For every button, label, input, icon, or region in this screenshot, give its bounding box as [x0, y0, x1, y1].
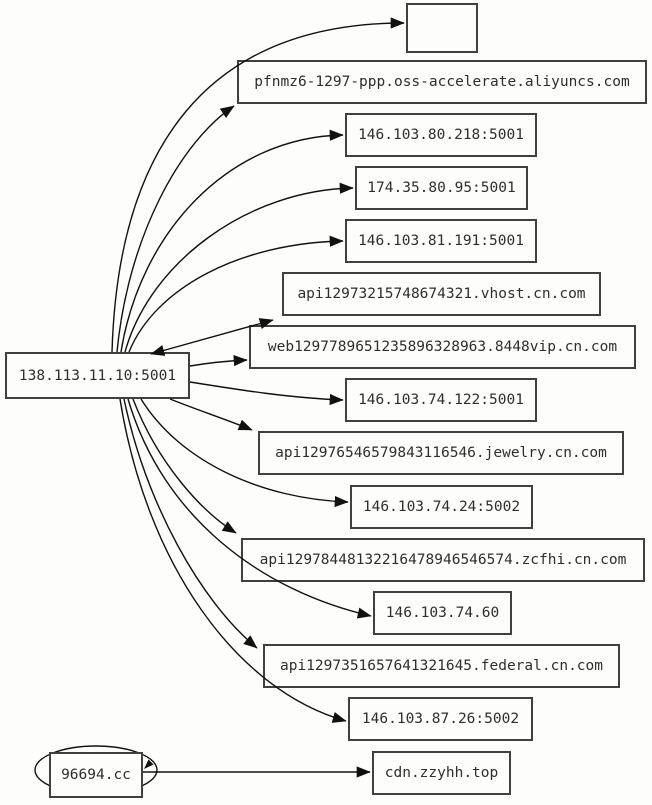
graph-node-t6: web1297789651235896328963.8448vip.cn.com — [249, 325, 636, 369]
graph-node-b1: cdn.zzyhh.top — [372, 751, 511, 795]
graph-node-t12: api1297351657641321645.federal.cn.com — [263, 644, 620, 688]
graph-node-t4: 146.103.81.191:5001 — [345, 219, 537, 263]
edge-src-to-federal — [123, 398, 258, 649]
graph-node-t13: 146.103.87.26:5002 — [348, 697, 533, 741]
self-loop-arrowhead — [144, 759, 154, 769]
graph-node-t1: pfnmz6-1297-ppp.oss-accelerate.aliyuncs.… — [237, 60, 647, 104]
node-label: 146.103.74.122:5001 — [358, 392, 524, 408]
edge-src-to-zcfhi — [132, 398, 237, 534]
node-label: pfnmz6-1297-ppp.oss-accelerate.aliyuncs.… — [254, 74, 630, 90]
edge-src-to-8448vip — [189, 354, 248, 367]
node-label: 146.103.80.218:5001 — [358, 127, 524, 143]
node-label: api12973215748674321.vhost.cn.com — [297, 286, 586, 302]
graph-node-t9: 146.103.74.24:5002 — [350, 485, 533, 529]
node-label: 174.35.80.95:5001 — [367, 180, 516, 196]
graph-node-t7: 146.103.74.122:5001 — [345, 378, 537, 422]
node-label: cdn.zzyhh.top — [384, 765, 499, 781]
graph-node-t8: api12976546579843116546.jewelry.cn.com — [258, 431, 624, 475]
graph-node-t11: 146.103.74.60 — [373, 591, 512, 635]
node-label: api12976546579843116546.jewelry.cn.com — [275, 445, 607, 461]
node-label: 146.103.87.26:5002 — [361, 711, 520, 727]
node-label: 146.103.74.60 — [385, 605, 500, 621]
edge-src-to-80-218 — [120, 129, 344, 353]
graph-node-t2: 146.103.80.218:5001 — [345, 113, 537, 157]
graph-node-t3: 174.35.80.95:5001 — [355, 166, 528, 210]
graph-node-t10: api12978448132216478946546574.zcfhi.cn.c… — [241, 538, 645, 582]
edge-src-to-74-122 — [189, 381, 344, 406]
graph-node-empty — [406, 3, 478, 53]
edge-src-to-jewelry — [169, 398, 253, 431]
node-label: api1297351657641321645.federal.cn.com — [279, 658, 603, 674]
graph-node-t5: api12973215748674321.vhost.cn.com — [282, 272, 601, 316]
graph-node-b0: 96694.cc — [49, 752, 143, 798]
node-label: 96694.cc — [61, 767, 131, 783]
node-label: web1297789651235896328963.8448vip.cn.com — [267, 339, 618, 355]
node-label: 138.113.11.10:5001 — [18, 367, 177, 384]
node-label: api12978448132216478946546574.zcfhi.cn.c… — [259, 552, 627, 568]
node-label: 146.103.74.24:5002 — [362, 499, 521, 515]
graph-node-src: 138.113.11.10:5001 — [5, 352, 190, 399]
node-label: 146.103.81.191:5001 — [358, 233, 524, 249]
edge-src-to-pfnmz6 — [116, 105, 235, 353]
